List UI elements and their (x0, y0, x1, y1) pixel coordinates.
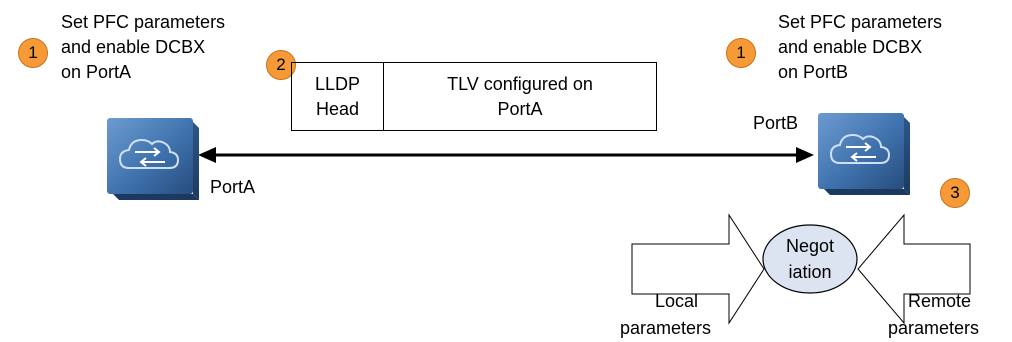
local-block-arrow (631, 213, 765, 325)
left-note-line: Set PFC parameters (61, 12, 226, 32)
lldp-tlv-line: TLV configured on (447, 73, 593, 94)
negotiation-line: iation (788, 262, 832, 282)
remote-line: parameters (888, 318, 980, 338)
lldp-head-cell: LLDP Head (292, 63, 384, 130)
local-parameters-label: Local parameters (620, 288, 711, 342)
left-note-line: and enable DCBX (61, 37, 206, 57)
negotiation-line: Negot (785, 236, 835, 256)
left-note-line: on PortA (61, 62, 132, 82)
switch-icon-portb (818, 113, 910, 195)
right-note-line: Set PFC parameters (778, 12, 943, 32)
step-1-badge-left: 1 (18, 38, 48, 68)
lldp-head-line: Head (315, 98, 360, 119)
lldp-tlv-line: PortA (497, 98, 543, 119)
link-arrow (198, 147, 814, 163)
right-note-line: and enable DCBX (778, 37, 923, 57)
negotiation-ellipse (762, 224, 858, 294)
lldp-head-line: LLDP (314, 73, 361, 94)
port-a-label: PortA (210, 177, 256, 197)
negotiation-label: Negot iation (770, 233, 850, 285)
right-note: Set PFC parameters and enable DCBX on Po… (778, 10, 942, 85)
remote-block-arrow (857, 213, 971, 325)
remote-parameters-label: Remote parameters (888, 288, 979, 342)
port-b-label: PortB (753, 113, 799, 133)
local-line: parameters (620, 318, 712, 338)
step-3-badge: 3 (940, 178, 970, 208)
lldp-packet: LLDP Head TLV configured on PortA (291, 62, 657, 131)
remote-line: Remote (908, 291, 972, 311)
right-note-line: on PortB (778, 62, 849, 82)
step-1-badge-right: 1 (726, 38, 756, 68)
switch-icon-porta (107, 118, 199, 200)
lldp-tlv-cell: TLV configured on PortA (384, 63, 656, 130)
local-line: Local (655, 291, 699, 311)
left-note: Set PFC parameters and enable DCBX on Po… (61, 10, 225, 85)
